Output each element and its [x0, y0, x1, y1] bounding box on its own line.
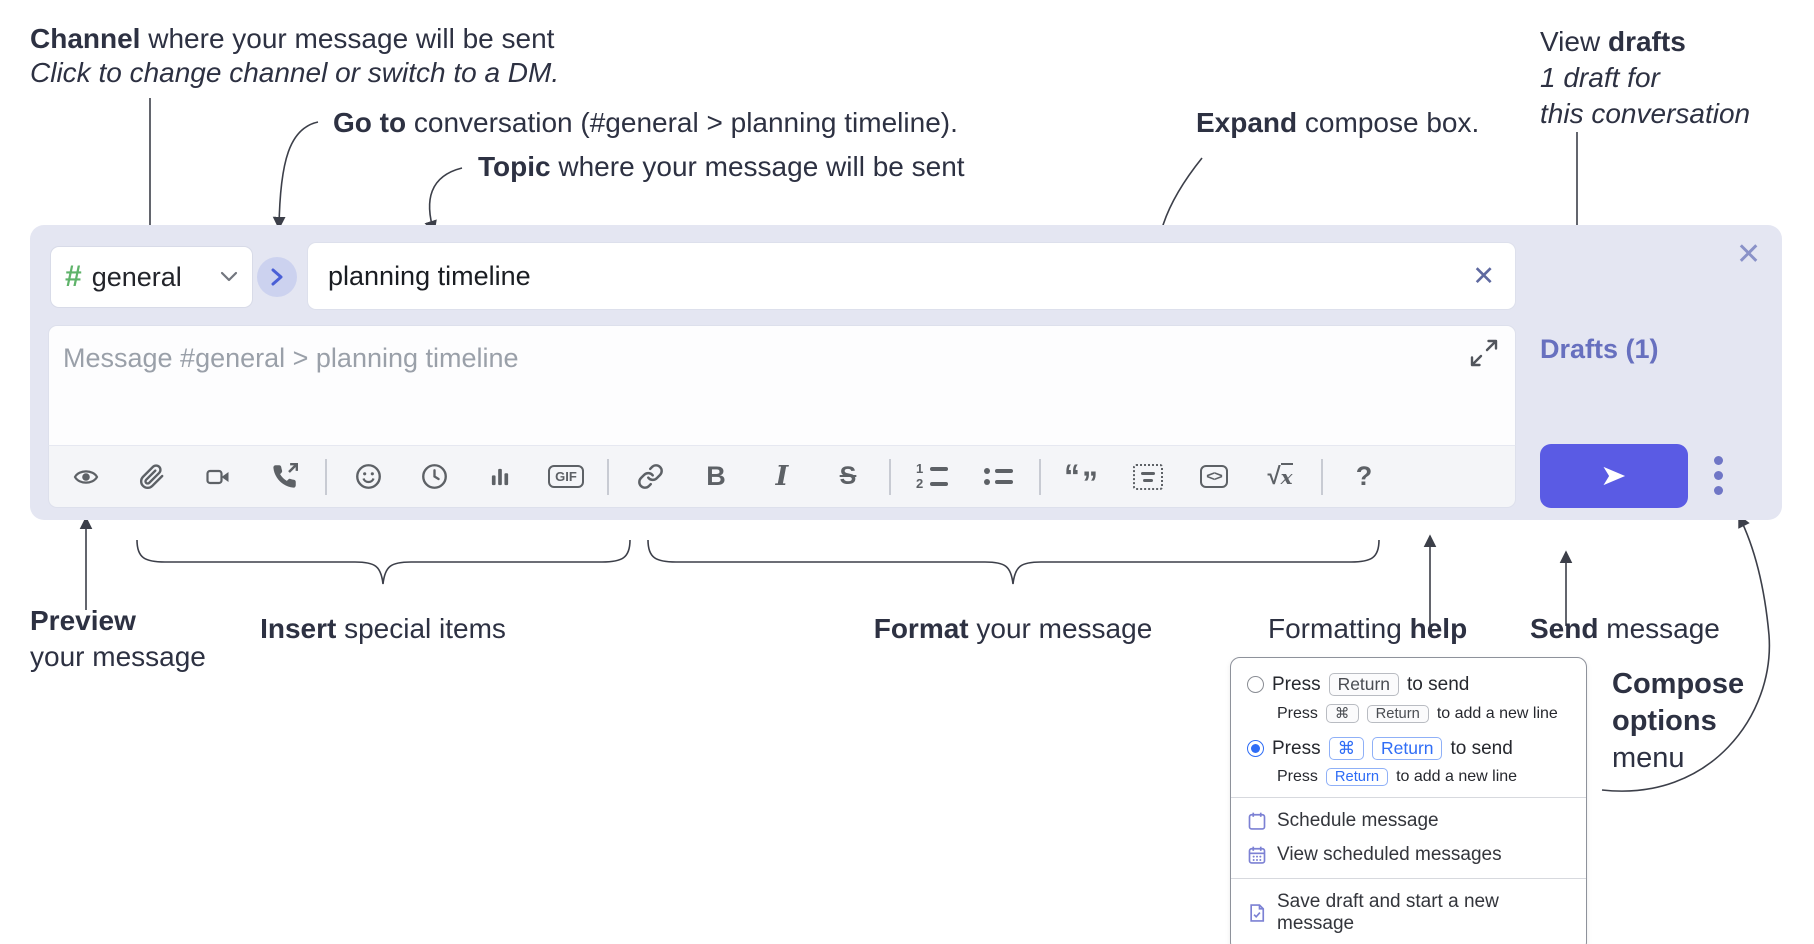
italic-icon[interactable]: I: [775, 461, 789, 492]
math-icon[interactable]: √x: [1267, 462, 1293, 490]
brace-format: [647, 539, 1380, 585]
message-textarea[interactable]: Message #general > planning timeline: [48, 325, 1516, 445]
kbd-return: Return: [1366, 704, 1429, 723]
option-enter-to-send-sub: Press ⌘ Return to add a new line: [1277, 704, 1558, 723]
annotation-channel-sub: Click to change channel or switch to a D…: [30, 57, 560, 88]
expand-compose-icon[interactable]: [1469, 338, 1499, 373]
menu-item-save-draft[interactable]: Save draft and start a new message: [1231, 885, 1586, 941]
annotation-goto: Go to conversation (#general > planning …: [333, 107, 958, 138]
toolbar-divider: [1039, 458, 1041, 495]
toolbar-divider: [325, 458, 327, 495]
annotation-expand: Expand compose box.: [1196, 107, 1480, 138]
channel-hash-icon: #: [65, 260, 82, 293]
annotation-channel: Channel where your message will be sent: [30, 23, 555, 54]
chevron-right-icon: [271, 268, 283, 286]
brace-insert: [136, 539, 631, 585]
annotation-send: Send message: [1530, 613, 1720, 644]
annotation-insert: Insert special items: [260, 613, 506, 644]
toolbar-divider: [1321, 458, 1323, 495]
calendar-days-icon: [1248, 846, 1266, 864]
message-placeholder: Message #general > planning timeline: [63, 343, 519, 373]
channel-selector[interactable]: # general: [50, 246, 253, 308]
annotation-format: Format your message: [873, 613, 1153, 644]
quote-icon[interactable]: “”: [1064, 458, 1100, 501]
compose-toolbar: GIF B I S 1 2: [48, 445, 1516, 508]
arrow-topic: [424, 167, 463, 234]
compose-options-menu-icon[interactable]: [1714, 456, 1723, 495]
popup-divider: [1231, 797, 1586, 798]
radio-selected[interactable]: [1247, 740, 1264, 757]
annotation-topic: Topic where your message will be sent: [478, 151, 965, 182]
menu-item-schedule-message[interactable]: Schedule message: [1231, 804, 1586, 838]
voice-call-icon[interactable]: [251, 463, 317, 490]
option-enter-to-send[interactable]: Press Return to send: [1231, 670, 1586, 699]
link-icon[interactable]: [617, 463, 683, 490]
chevron-down-icon: [220, 271, 238, 282]
drafts-link[interactable]: Drafts (1): [1540, 334, 1659, 364]
topic-value: planning timeline: [328, 260, 531, 291]
send-options-popup: Press Return to send Press ⌘ Return to a…: [1230, 657, 1587, 944]
attach-paperclip-icon[interactable]: [119, 463, 185, 490]
annotation-compose-options: Compose options menu: [1612, 668, 1745, 774]
bold-icon[interactable]: B: [706, 461, 726, 491]
video-call-icon[interactable]: [185, 465, 251, 489]
kbd-return: Return: [1325, 768, 1389, 786]
option-cmd-enter-to-send-sub: Press Return to add a new line: [1277, 768, 1518, 786]
code-icon[interactable]: <>: [1181, 465, 1247, 488]
radio-unselected[interactable]: [1247, 676, 1264, 693]
annotation-preview: Preview: [30, 605, 136, 636]
numbered-list-icon[interactable]: 1 2: [899, 462, 965, 490]
kbd-cmd: ⌘: [1325, 704, 1359, 723]
annotation-formatting-help: Formatting help: [1268, 613, 1468, 644]
bulleted-list-icon[interactable]: [965, 468, 1031, 485]
go-to-conversation-button[interactable]: [257, 257, 297, 297]
annotation-preview-line2: your message: [30, 641, 206, 672]
kbd-return: Return: [1328, 673, 1400, 696]
spoiler-icon[interactable]: [1115, 463, 1181, 490]
calendar-icon: [1248, 812, 1266, 830]
draft-check-icon: [1250, 904, 1265, 922]
kbd-cmd: ⌘: [1328, 737, 1365, 760]
emoji-smiley-icon[interactable]: [335, 463, 401, 490]
popup-divider: [1231, 878, 1586, 879]
preview-eye-icon[interactable]: [53, 465, 119, 489]
message-formatting-help-icon[interactable]: ?: [1355, 461, 1373, 491]
send-plane-icon: [1603, 466, 1626, 486]
toolbar-divider: [607, 458, 609, 495]
send-button[interactable]: [1540, 444, 1688, 508]
strikethrough-icon[interactable]: S: [839, 462, 857, 490]
gif-icon[interactable]: GIF: [533, 465, 599, 488]
toolbar-divider: [889, 458, 891, 495]
clear-topic-icon[interactable]: ✕: [1472, 260, 1495, 291]
topic-input[interactable]: planning timeline ✕: [307, 242, 1516, 310]
kbd-return: Return: [1372, 737, 1443, 760]
time-clock-icon[interactable]: [401, 463, 467, 490]
channel-name: general: [91, 261, 182, 292]
option-cmd-enter-to-send[interactable]: Press ⌘ Return to send: [1231, 734, 1586, 763]
close-compose-icon[interactable]: ✕: [1736, 238, 1762, 271]
annotation-view-drafts: View drafts 1 draft for this conversatio…: [1540, 26, 1751, 129]
menu-item-view-scheduled-messages[interactable]: View scheduled messages: [1231, 838, 1586, 872]
poll-chart-icon[interactable]: [467, 464, 533, 490]
arrow-goto: [272, 121, 319, 230]
compose-box: # general planning timeline ✕ ✕ Message …: [30, 225, 1782, 520]
